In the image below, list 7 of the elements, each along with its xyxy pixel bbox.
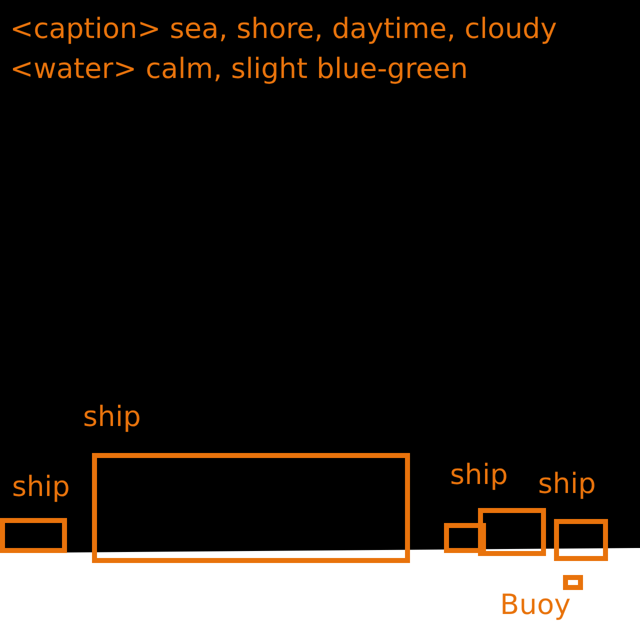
caption-text: <water> calm, slight blue-green (10, 54, 468, 85)
object-label: Buoy (500, 590, 571, 621)
object-label: ship (538, 469, 596, 500)
object-label: ship (83, 402, 141, 433)
object-label: ship (12, 472, 70, 503)
object-label: ship (450, 460, 508, 491)
caption-text: <caption> sea, shore, daytime, cloudy (10, 14, 557, 45)
